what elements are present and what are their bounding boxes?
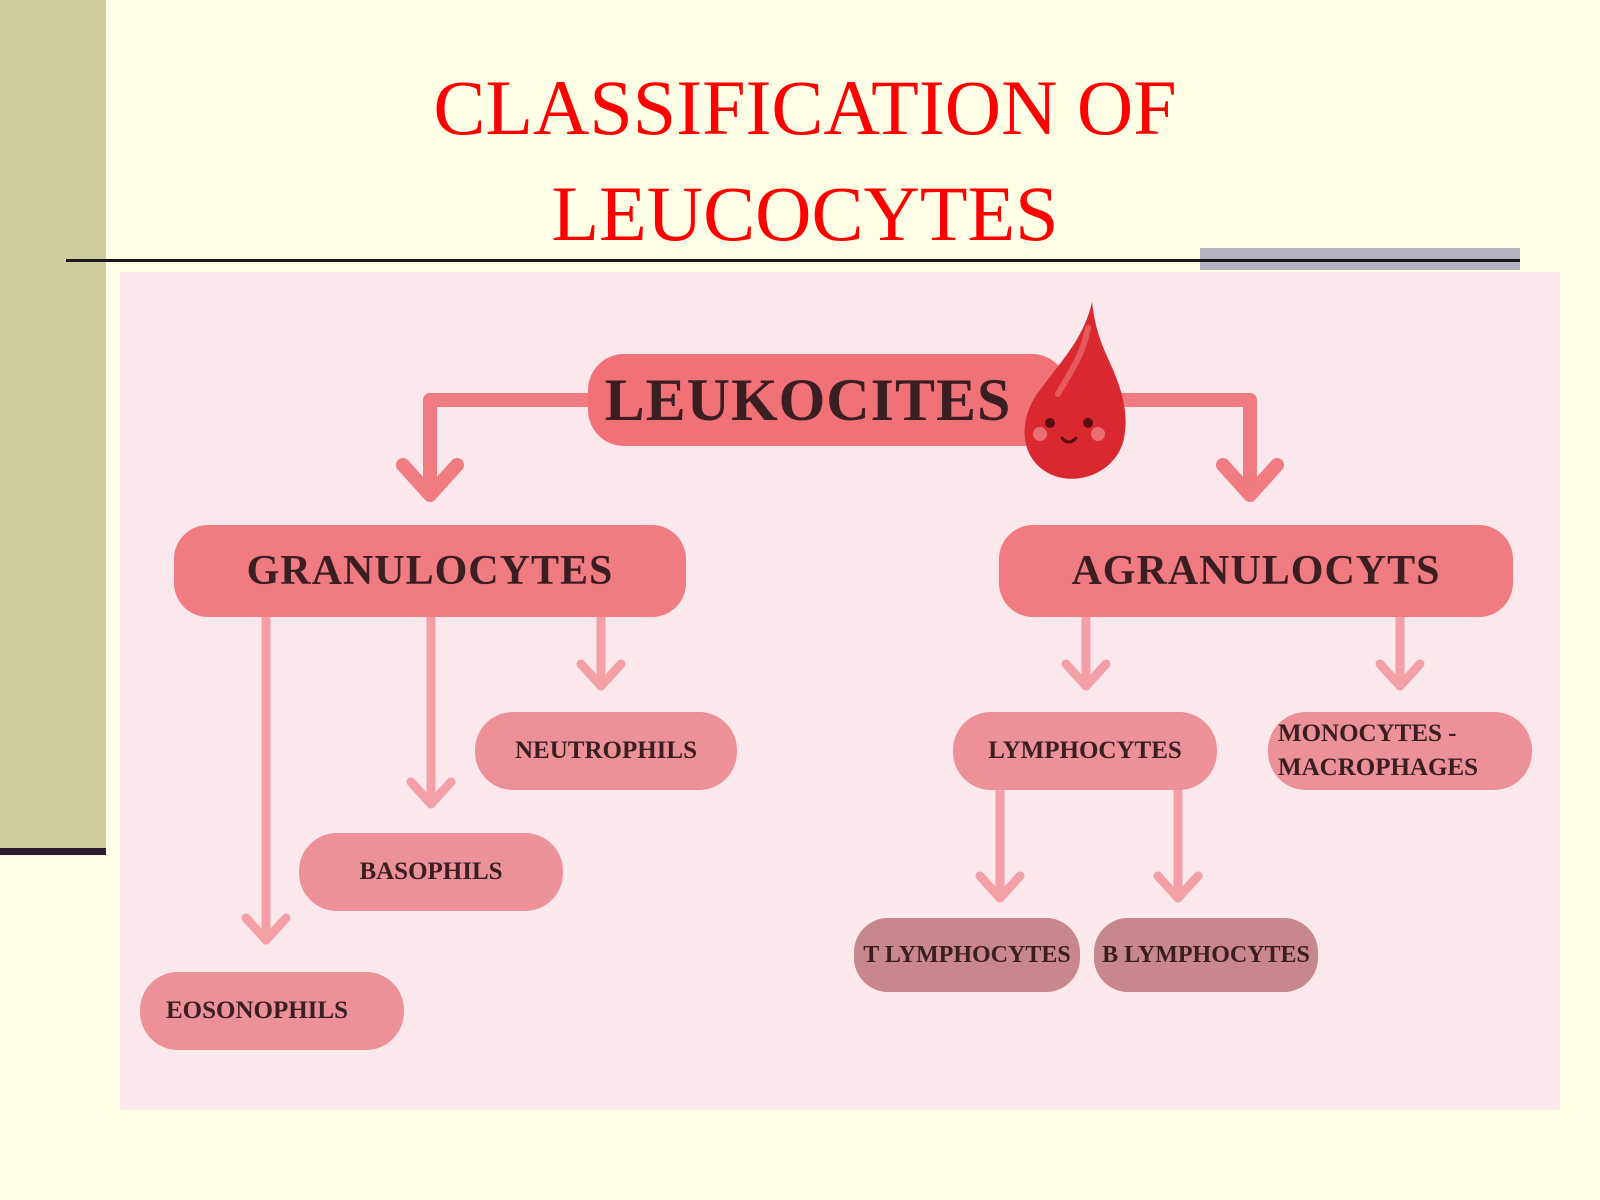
- connector-lines: [423, 393, 1257, 492]
- slide-title-line-2: LEUCOCYTES: [551, 170, 1059, 257]
- node-granulocytes: GRANULOCYTES: [174, 525, 686, 617]
- node-t-lymphocytes: T LYMPHOCYTES: [854, 918, 1080, 992]
- blood-drop-icon: [1024, 302, 1126, 479]
- arrowhead-t-lymphocytes: [975, 871, 1025, 903]
- connector-root-to-granulocytes: [423, 393, 600, 492]
- node-agranulocytes: AGRANULOCYTS: [999, 525, 1513, 617]
- connector-arrowheads: [396, 458, 1284, 502]
- slide-title: CLASSIFICATION OF LEUCOCYTES: [200, 55, 1410, 267]
- node-monocytes-label: MONOCYTES - MACROPHAGES: [1278, 717, 1478, 785]
- monocytes-line-2: MACROPHAGES: [1278, 754, 1478, 781]
- node-lymphocytes: LYMPHOCYTES: [953, 712, 1217, 790]
- arrowhead-b-lymphocytes: [1153, 871, 1203, 903]
- node-eosonophils: EOSONOPHILS: [140, 972, 404, 1050]
- sub-connectors: [241, 613, 1425, 945]
- title-rule: [66, 259, 1520, 262]
- arrowhead-lymphocytes: [1061, 659, 1111, 691]
- arrowhead-eosonophils: [241, 913, 291, 945]
- sidebar-divider: [0, 848, 106, 855]
- node-b-lymphocytes: B LYMPHOCYTES: [1094, 918, 1318, 992]
- node-neutrophils: NEUTROPHILS: [475, 712, 737, 790]
- monocytes-line-1: MONOCYTES -: [1278, 720, 1457, 747]
- slide-title-line-1: CLASSIFICATION OF: [433, 64, 1177, 151]
- arrowhead-agranulocytes: [1216, 458, 1284, 502]
- arrowhead-basophils: [406, 777, 456, 809]
- arrowhead-monocytes: [1375, 659, 1425, 691]
- arrowhead-granulocytes: [396, 458, 464, 502]
- node-monocytes-macrophages: MONOCYTES - MACROPHAGES: [1268, 712, 1532, 790]
- sidebar-bar: [0, 0, 106, 848]
- connector-root-to-agranulocytes: [1100, 393, 1257, 492]
- node-leukocites: LEUKOCITES: [588, 354, 1068, 446]
- arrowhead-neutrophils: [576, 659, 626, 691]
- node-basophils: BASOPHILS: [299, 833, 563, 911]
